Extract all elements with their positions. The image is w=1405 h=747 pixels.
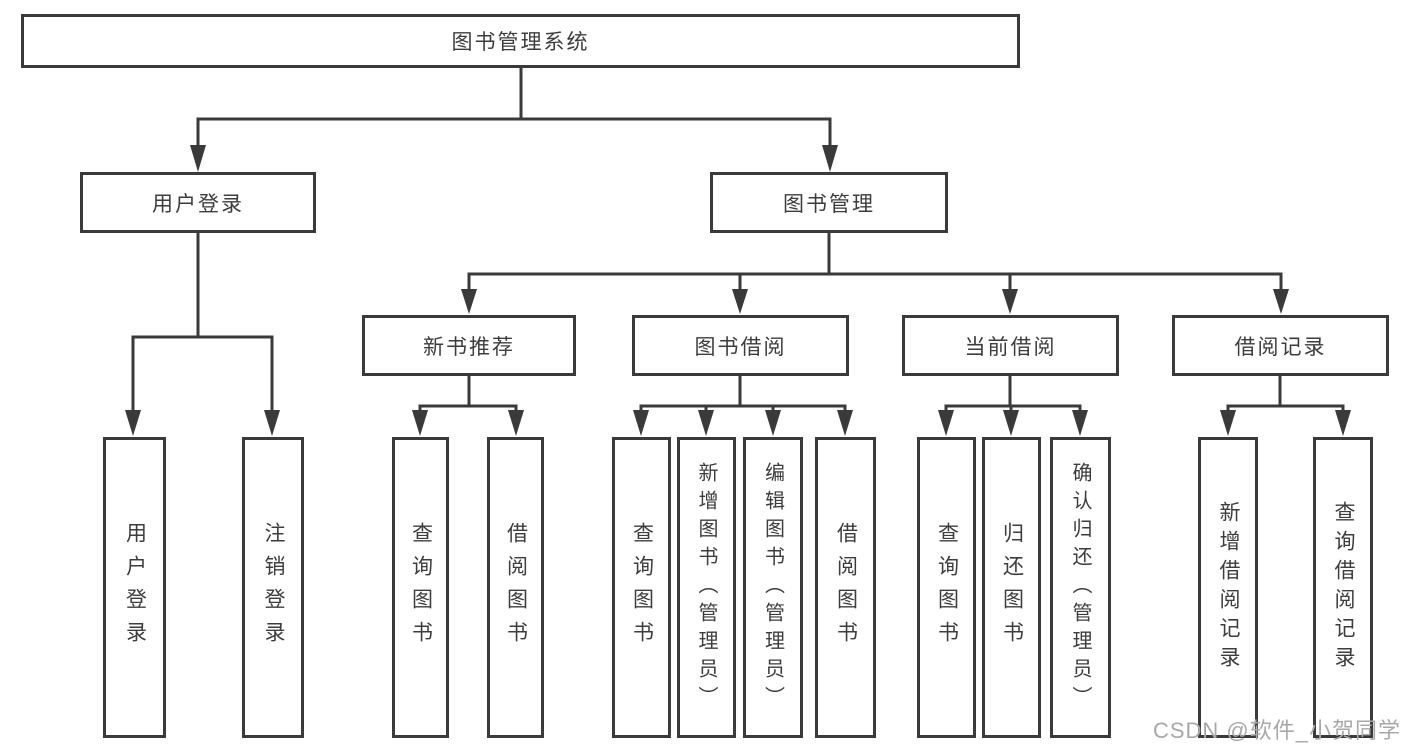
leaf-query-books-3: 查询图书 (917, 437, 976, 738)
node-current-borrow: 当前借阅 (902, 315, 1119, 376)
leaf-logout: 注销登录 (242, 437, 304, 738)
leaf-user-login: 用户登录 (103, 437, 166, 738)
leaf-confirm-return-admin: 确认归还（管理员） (1050, 437, 1111, 738)
leaf-query-borrow-record: 查询借阅记录 (1313, 437, 1373, 738)
leaf-return-books: 归还图书 (982, 437, 1041, 738)
arrowheads (125, 145, 1351, 436)
leaf-query-books-2: 查询图书 (612, 437, 671, 738)
leaf-add-borrow-record: 新增借阅记录 (1198, 437, 1258, 738)
watermark: CSDN @软件_小贺同学 (1152, 718, 1401, 743)
leaf-add-book-admin: 新增图书（管理员） (677, 437, 736, 738)
node-new-book-recommend: 新书推荐 (362, 315, 576, 376)
node-root: 图书管理系统 (21, 14, 1020, 68)
leaf-borrow-books-1: 借阅图书 (487, 437, 544, 738)
node-book-management: 图书管理 (710, 172, 948, 233)
leaf-borrow-books-2: 借阅图书 (815, 437, 876, 738)
node-user-login: 用户登录 (80, 172, 316, 233)
node-book-borrow: 图书借阅 (632, 315, 849, 376)
leaf-query-books-1: 查询图书 (392, 437, 449, 738)
leaf-edit-book-admin: 编辑图书（管理员） (743, 437, 803, 738)
node-borrow-records: 借阅记录 (1172, 315, 1389, 376)
